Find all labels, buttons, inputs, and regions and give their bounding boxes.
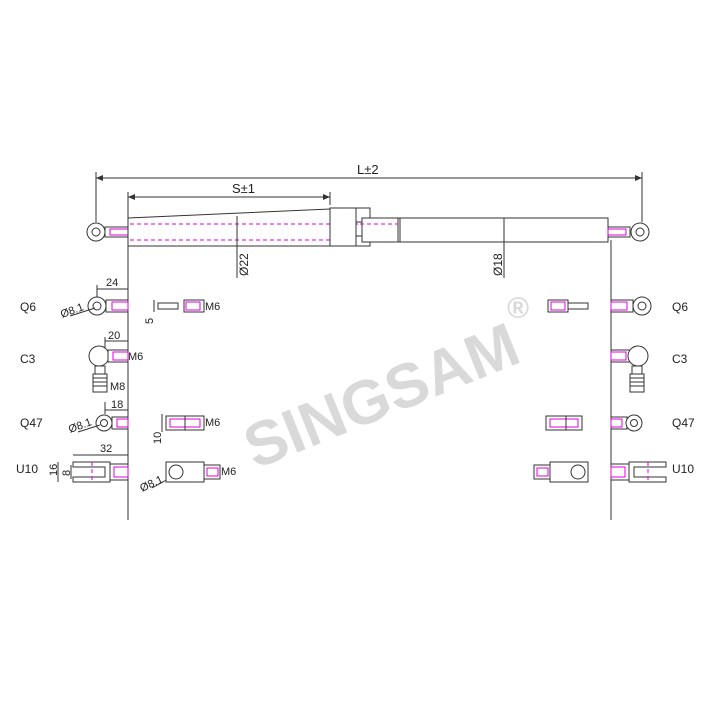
left-q47-eye-dia: Ø8.1 [67,416,94,435]
left-c3-length: 20 [108,330,120,342]
right-fitting-c3: C3 [610,345,688,393]
right-end-eye [630,222,650,242]
right-q47-code: Q47 [672,416,695,430]
right-fitting-q47: Q47 [545,414,695,432]
right-fitting-q6: Q6 [547,296,688,316]
watermark-text: SINGSAM [235,310,529,482]
right-c3-code: C3 [672,352,688,366]
stroke-label: S±1 [232,181,255,196]
left-end-eye [86,222,106,242]
left-c3-stud-thread: M8 [110,381,125,393]
left-fitting-c3: C3 20 M6 M8 [20,330,143,393]
stroke-dimension: S±1 [127,181,331,218]
left-q6-eye-dia: Ø8.1 [59,301,86,320]
left-u10-eye-dia: Ø8.1 [138,474,165,495]
right-q6-code: Q6 [672,300,688,314]
left-u10-width: 16 [48,464,60,476]
right-u10-clevis [628,461,667,483]
right-u10-code: U10 [672,462,694,476]
left-q47-code: Q47 [20,416,43,430]
cylinder-diameter-label: Ø22 [237,253,251,276]
watermark: SINGSAM [235,310,529,482]
left-u10-slot: 8 [61,470,73,476]
left-c3-code: C3 [20,352,36,366]
gas-spring-assembly: Ø22 Ø18 [86,207,650,278]
left-q6-length: 24 [106,277,118,289]
left-q6-thread: M6 [205,301,220,313]
right-q47-eye [625,414,643,432]
watermark-registered-mark: ® [507,292,529,325]
left-c3-thread: M6 [128,351,143,363]
left-q6-code: Q6 [20,300,36,314]
length-label: L±2 [357,162,379,177]
left-u10-length: 32 [100,443,112,455]
left-q6-eye [87,296,107,316]
left-u10-code: U10 [16,462,38,476]
right-q6-eye [632,296,652,316]
left-c3-ball-socket [88,345,110,367]
piston-rod [361,217,609,243]
left-q47-thickness: 10 [152,432,164,444]
rod-diameter-label: Ø18 [491,253,505,276]
left-q6-thickness: 5 [144,318,156,324]
left-c3-stud [92,373,108,393]
left-fitting-q6: Q6 24 Ø8.1 5 M6 [20,277,220,324]
left-q47-eye [95,414,113,432]
length-dimension: L±2 [95,162,643,222]
left-q47-thread: M6 [205,417,220,429]
right-fitting-u10: U10 [533,461,694,483]
left-fitting-u10: U10 32 16 8 Ø8.1 M6 [16,443,236,495]
left-q6-side-view [183,299,205,313]
left-q47-length: 18 [111,399,123,411]
left-fitting-q47: Q47 18 Ø8.1 10 M6 [20,399,220,444]
cylinder-collar [329,207,357,247]
left-u10-thread: M6 [221,466,236,478]
right-c3-ball-socket [627,345,649,367]
